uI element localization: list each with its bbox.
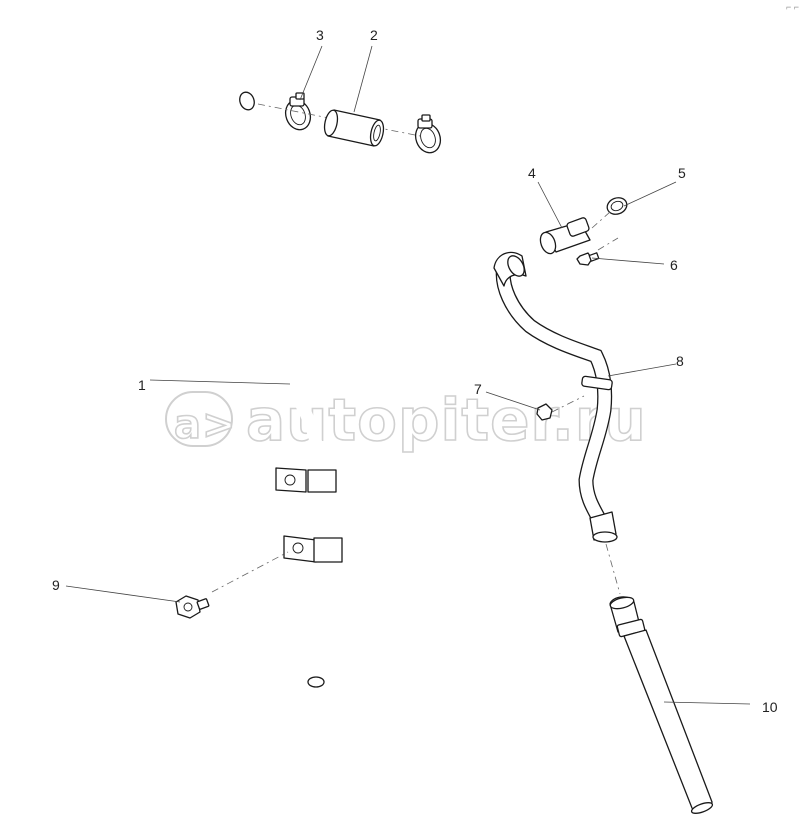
part-3-clamp-right (414, 114, 442, 154)
part-label-5: 5 (678, 165, 686, 181)
part-label-7: 7 (474, 381, 482, 397)
part-label-1: 1 (138, 377, 146, 393)
part-9-bolt (175, 595, 210, 619)
part-label-4: 4 (528, 165, 536, 181)
part-label-6: 6 (670, 257, 678, 273)
fitting-axis-line (591, 211, 611, 229)
part-label-10: 10 (762, 699, 778, 715)
part-label-2: 2 (370, 27, 378, 43)
watermark: a> autopiter.ru (165, 385, 647, 455)
part-label-9: 9 (52, 577, 60, 593)
part-2-hose (323, 109, 385, 147)
bolt-axis-line (597, 237, 619, 251)
leader-lines (65, 45, 751, 705)
watermark-logo-glyph: a> (174, 402, 237, 448)
tube-axis-line (605, 543, 621, 595)
part-6-bolt (576, 252, 600, 266)
part-7-nut (536, 395, 585, 421)
assembly-axis-line (257, 103, 421, 137)
part-8-tube (493, 251, 618, 543)
part-3-clamp-left (284, 92, 312, 131)
part-labels: 3 2 4 5 6 8 7 1 9 10 (52, 27, 778, 715)
part-4-fitting (539, 217, 591, 255)
corner-mark: ⌐ ⌐ (786, 2, 799, 12)
part-5-seal-ring (606, 197, 628, 215)
watermark-logo-icon: a> (165, 391, 237, 449)
part-label-3: 3 (316, 27, 324, 43)
part-label-8: 8 (676, 353, 684, 369)
bolt-9-axis-line (211, 551, 289, 593)
part-1-tube (182, 85, 343, 691)
part-10-tube (605, 543, 714, 814)
